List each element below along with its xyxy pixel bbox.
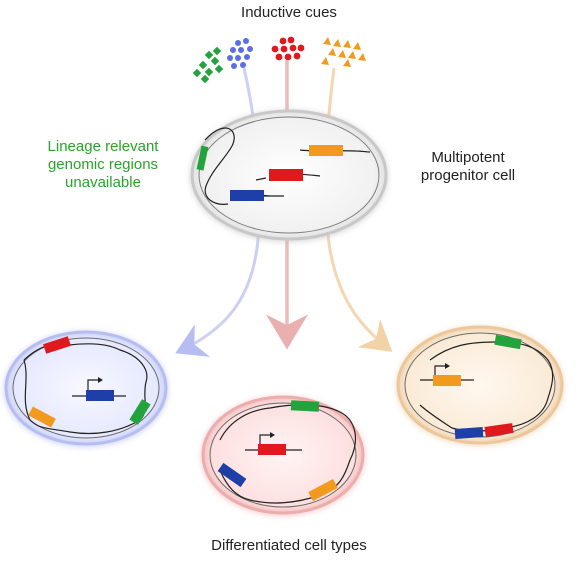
red-active-gene: [258, 444, 286, 455]
progenitor-cell-label: Multipotent progenitor cell: [398, 149, 538, 185]
red-genomic-region: [484, 423, 514, 437]
red-lineage-cell: [201, 395, 365, 516]
red-genomic-region: [43, 336, 71, 354]
blue-active-gene: [86, 390, 114, 401]
transcription-start-arrow: [434, 365, 447, 375]
unavailable-regions-label: Lineage relevant genomic regions unavail…: [28, 138, 178, 192]
orange-genomic-region: [308, 479, 338, 501]
unavailable-regions-line-2: genomic regions: [47, 156, 159, 173]
orange-lineage-cell: [396, 325, 564, 446]
red-genomic-region: [269, 169, 303, 181]
blue-genomic-region: [230, 190, 264, 201]
orange-genomic-region: [309, 145, 343, 156]
differentiated-cells-label: Differentiated cell types: [211, 537, 367, 554]
blue-lineage-cell: [4, 330, 168, 447]
progenitor-cell-line-2: progenitor cell: [420, 167, 516, 184]
green-genomic-region: [494, 334, 522, 350]
green-genomic-region: [196, 145, 209, 171]
progenitor-cell-line-1: Multipotent: [431, 149, 505, 166]
transcription-start-arrow: [87, 379, 100, 390]
blue-genomic-region: [454, 427, 484, 439]
red-circle-cue-cluster: [271, 36, 305, 61]
green-diamond-cue-cluster: [192, 46, 224, 84]
transcription-start-arrow: [259, 434, 272, 444]
progenitor-cell: [190, 109, 388, 242]
blue-genomic-region: [217, 462, 247, 488]
green-genomic-region: [129, 399, 151, 425]
orange-active-gene: [433, 375, 461, 386]
unavailable-regions-line-3: unavailable: [65, 174, 141, 191]
green-genomic-region: [290, 400, 320, 412]
inductive-cues-label: Inductive cues: [241, 4, 337, 21]
orange-triangle-cue-cluster: [321, 37, 366, 67]
blue-circle-cue-cluster: [227, 38, 253, 69]
orange-genomic-region: [28, 406, 56, 428]
unavailable-regions-line-1: Lineage relevant: [47, 138, 159, 155]
